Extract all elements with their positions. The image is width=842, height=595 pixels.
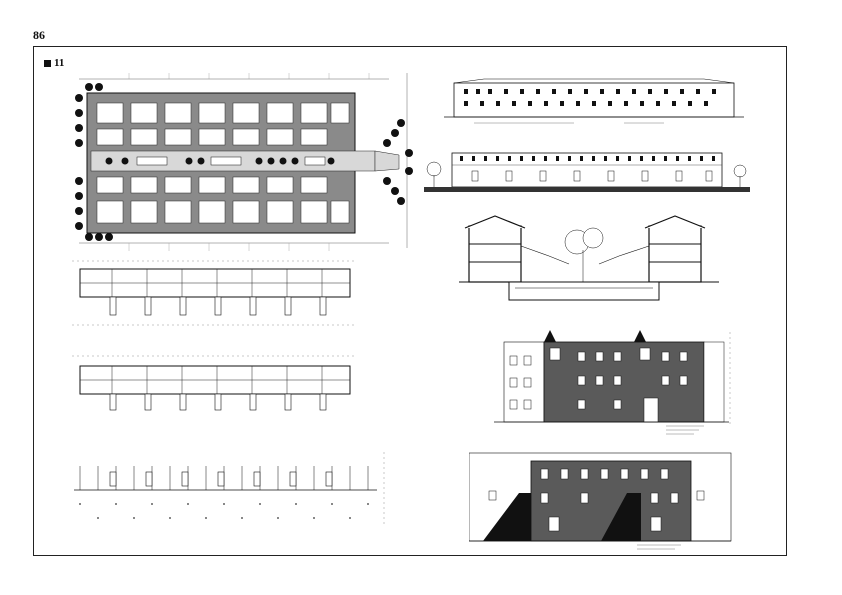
building-section xyxy=(459,210,724,310)
black-square-icon xyxy=(44,59,51,67)
brick-elevation-upper xyxy=(494,322,744,442)
site-plan-drawing xyxy=(69,73,419,253)
plate-number: 11 xyxy=(54,57,65,69)
page-number: 86 xyxy=(33,28,45,42)
structural-plan xyxy=(72,452,392,532)
elevation-top xyxy=(424,75,754,135)
floor-plan-upper xyxy=(72,257,362,332)
plate-label: 11 xyxy=(44,57,64,69)
plate-frame: 11 xyxy=(33,46,787,556)
brick-elevation-lower xyxy=(469,447,739,552)
floor-plan-ground xyxy=(72,352,362,427)
elevation-street xyxy=(422,145,757,203)
